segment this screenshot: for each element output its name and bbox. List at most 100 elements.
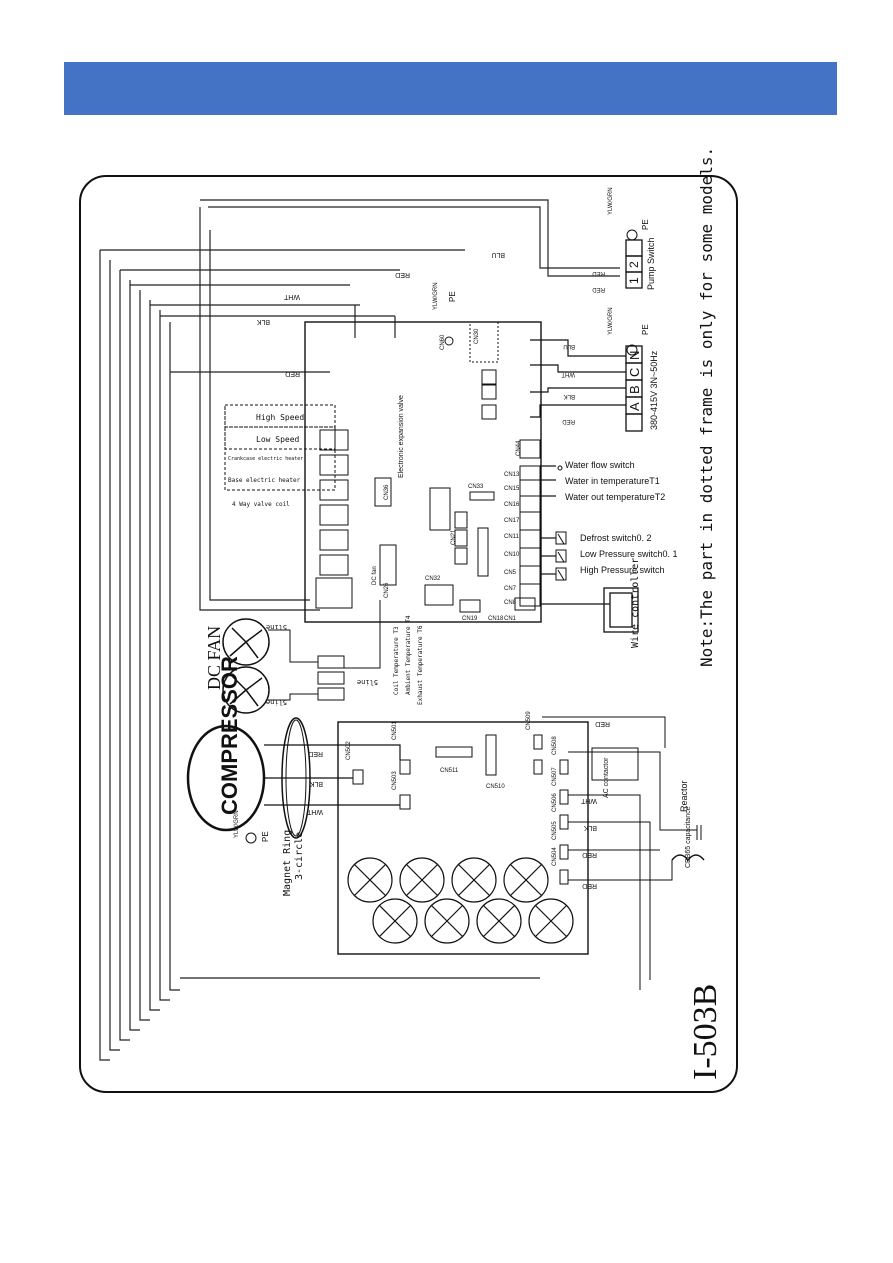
capacitor-bank <box>347 857 574 944</box>
model-label: I-503B <box>687 984 724 1080</box>
terminal-c: C <box>627 368 642 377</box>
cn60-label: CN60 <box>440 334 446 350</box>
water-flow-label: Water flow switch <box>565 460 635 470</box>
cn36-label: CN36 <box>384 484 390 500</box>
four-way-label: 4 Way valve coil <box>232 501 290 508</box>
wire-red-comp: RED <box>308 750 323 757</box>
cn15-label: CN15 <box>504 486 520 492</box>
cn5-label: CN5 <box>504 570 517 576</box>
wire-ylwgrn-board: YLW/GRN <box>433 282 439 310</box>
wire-wht-comp: WHT <box>306 808 323 815</box>
harness-lines <box>99 199 620 1061</box>
cn26-label: CN26 <box>384 582 390 598</box>
high-speed-label: High Speed <box>256 413 304 422</box>
diagram-frame <box>79 175 738 1093</box>
cn507-label: CN507 <box>552 767 558 786</box>
wire-red-inv3: RED <box>582 882 597 889</box>
cn10-label: CN10 <box>504 552 520 558</box>
cn8-label: CN8 <box>504 600 517 606</box>
defrost-label: Defrost switch0. 2 <box>580 533 652 543</box>
reactor-label: Reactor <box>679 780 689 812</box>
wire-red-inv2: RED <box>582 851 597 858</box>
wire-red-mid: RED <box>285 370 300 377</box>
cn510-label: CN510 <box>486 784 505 790</box>
wire-blu-top: BLU <box>491 251 505 258</box>
cn32-label: CN32 <box>425 576 441 582</box>
fan-line-label1: 5line <box>266 623 287 631</box>
wire-wht-top: WHT <box>283 293 300 300</box>
base-heater-label: Base electric heater <box>228 477 301 484</box>
cn11-label: CN11 <box>504 534 520 540</box>
cn501-label: CN501 <box>392 721 398 740</box>
header-bar <box>64 62 837 115</box>
eev-label: Electronic expansion valve <box>398 395 405 478</box>
pump-switch-label: Pump Switch <box>646 237 656 290</box>
cn505-label: CN505 <box>552 821 558 840</box>
wire-red-pump1: RED <box>592 270 605 276</box>
wire-blk-comp: BLK <box>309 780 323 787</box>
cn506-label: CN506 <box>552 793 558 812</box>
wire-ylwgrn-pump: YLW/GRN <box>608 187 614 215</box>
wire-red-top: RED <box>395 271 410 278</box>
main-control-board <box>304 321 542 623</box>
cn17-label: CN17 <box>504 518 520 524</box>
magnet-ring-sub-label: 3-circle <box>294 832 305 880</box>
cn30-label: CN30 <box>474 328 480 344</box>
pe-power: PE <box>641 324 650 335</box>
ambient-temp-label: Ambient Temperature T4 <box>405 615 412 695</box>
terminal-1: 1 <box>627 277 641 284</box>
dc-fan-symbols <box>222 618 270 714</box>
terminal-a: A <box>627 402 642 411</box>
pe-pump: PE <box>641 219 650 230</box>
cn508-label: CN508 <box>552 736 558 755</box>
water-out-label: Water out temperatureT2 <box>565 492 665 502</box>
pe-board: PE <box>448 291 457 302</box>
wire-blk-top: BLK <box>256 318 270 325</box>
high-pressure-label: High Pressure switch <box>580 565 665 575</box>
cn1-label: CN1 <box>504 616 517 622</box>
cn13-label: CN13 <box>504 472 520 478</box>
wire-ylwgrn-comp: YLW/GRN <box>234 810 240 838</box>
coil-temp-label: Coil Temperature T3 <box>393 626 400 695</box>
crankcase-heater-label: Crankcase electric heater <box>228 456 303 462</box>
compressor-label: COMPRESSOR <box>217 656 242 815</box>
cn16-label: CN16 <box>504 502 520 508</box>
cn502-label: CN502 <box>346 741 352 760</box>
wire-blu-power: BLU <box>563 343 575 349</box>
fan-line-label2: 5line <box>266 698 287 706</box>
dc-fan-board-label: DC fan <box>372 566 378 585</box>
wire-ylwgrn-power: YLW/GRN <box>608 307 614 335</box>
low-speed-label: Low Speed <box>256 435 300 444</box>
wire-controller-label: Wire controller <box>630 558 641 648</box>
inverter-board <box>337 721 589 955</box>
wire-wht-inv: WHT <box>580 797 597 804</box>
wire-blk-inv: BLK <box>583 824 597 831</box>
low-pressure-label: Low Pressure switch0. 1 <box>580 549 678 559</box>
note-text: Note:The part in dotted frame is only fo… <box>697 147 716 667</box>
cn504-label: CN504 <box>552 847 558 866</box>
diagram-labels: Note:The part in dotted frame is only fo… <box>204 147 724 1080</box>
cn511-label: CN511 <box>440 768 459 774</box>
terminal-b: B <box>627 385 642 394</box>
wire-wht-power: WHT <box>561 371 575 377</box>
capacitance-label: CBB65 capacitance <box>685 806 692 868</box>
cn21-label: CN21 <box>451 529 457 545</box>
dc-fan-label: DC FAN <box>204 626 224 690</box>
power-spec-label: 380-415V 3N~50Hz <box>649 350 659 430</box>
wire-red-inv: RED <box>595 720 610 727</box>
wire-red-pump2: RED <box>592 286 605 292</box>
terminal-n: N <box>627 351 642 360</box>
reactor-coil <box>671 854 705 862</box>
cn44-label: CN44 <box>516 440 522 456</box>
cn503-label: CN503 <box>392 771 398 790</box>
cn509-label: CN509 <box>526 711 532 730</box>
cn18-label: CN18 <box>488 616 504 622</box>
exhaust-temp-label: Exhaust Temperature T6 <box>417 625 424 705</box>
pe-comp: PE <box>261 831 270 842</box>
magnet-ring-label: Magnet Ring <box>282 830 293 896</box>
cn33-label: CN33 <box>468 484 484 490</box>
fan-line-label3: 5line <box>357 678 378 686</box>
cn7-label: CN7 <box>504 586 517 592</box>
cn19-label: CN19 <box>462 616 478 622</box>
